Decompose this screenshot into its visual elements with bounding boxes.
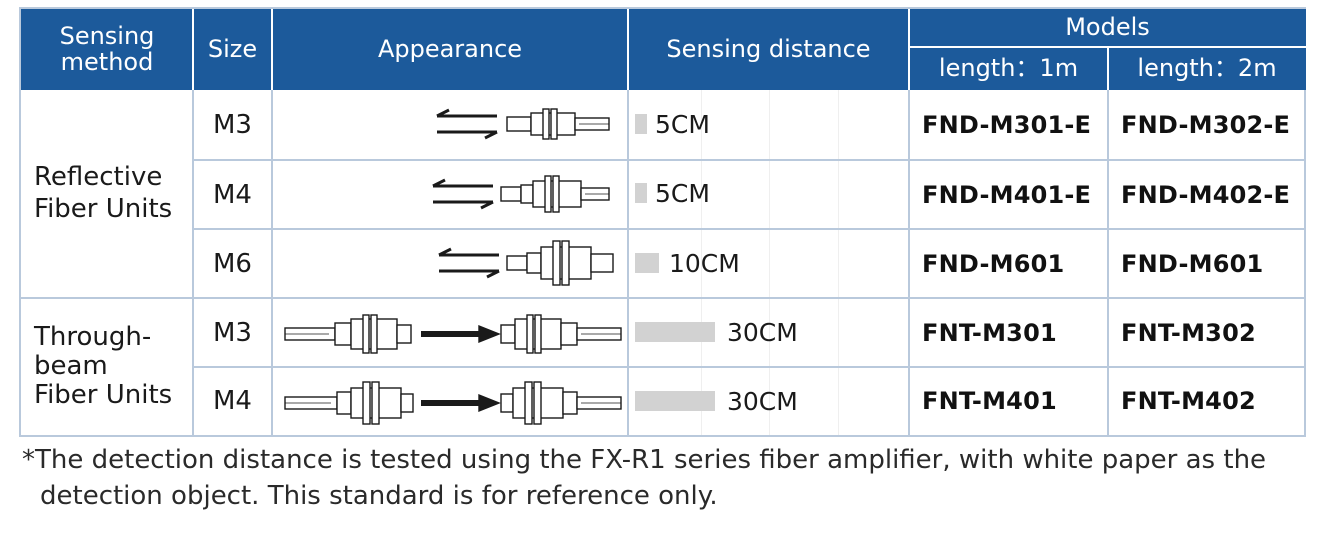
model-2m: FNT-M402 bbox=[1121, 387, 1256, 415]
model-2m: FND-M402-E bbox=[1121, 180, 1291, 209]
distance-label: 30CM bbox=[727, 318, 798, 347]
size-cell: M3 bbox=[213, 317, 252, 348]
distance-bar bbox=[635, 183, 647, 203]
header-size: Size bbox=[193, 9, 272, 90]
header-sensing-distance: Sensing distance bbox=[628, 9, 909, 90]
footnote-line-1: *The detection distance is tested using … bbox=[22, 445, 1267, 475]
footnote: *The detection distance is tested using … bbox=[22, 442, 1266, 514]
distance-label: 5CM bbox=[655, 110, 710, 139]
header-appearance: Appearance bbox=[272, 9, 628, 90]
reflective-fiber-m3-drawing bbox=[436, 108, 610, 140]
distance-bar bbox=[635, 253, 659, 273]
distance-bar bbox=[635, 391, 715, 411]
header-sensing-method: Sensing method bbox=[21, 9, 193, 90]
group-through-beam: Through- beam Fiber Units bbox=[34, 321, 173, 411]
distance-bar bbox=[635, 322, 715, 342]
size-cell: M3 bbox=[213, 109, 252, 140]
distance-label: 5CM bbox=[655, 179, 710, 208]
size-cell: M4 bbox=[213, 179, 252, 210]
model-1m: FND-M301-E bbox=[922, 110, 1092, 139]
model-2m: FNT-M302 bbox=[1121, 318, 1256, 347]
model-1m: FNT-M401 bbox=[922, 387, 1057, 415]
distance-label: 30CM bbox=[727, 387, 798, 416]
model-1m: FND-M401-E bbox=[922, 180, 1092, 209]
model-2m: FND-M601 bbox=[1121, 249, 1264, 278]
size-cell: M4 bbox=[213, 386, 252, 416]
through-beam-m4-drawing bbox=[284, 381, 622, 425]
header-length-1m: length：1m bbox=[909, 47, 1108, 90]
reflective-fiber-m6-drawing bbox=[438, 240, 614, 286]
header-length-2m: length：2m bbox=[1108, 47, 1306, 90]
distance-label: 10CM bbox=[669, 249, 740, 278]
through-beam-m3-drawing bbox=[284, 314, 622, 354]
distance-bar bbox=[635, 114, 647, 134]
header-models: Models bbox=[909, 9, 1306, 47]
size-cell: M6 bbox=[213, 248, 252, 279]
group-reflective: Reflective Fiber Units bbox=[34, 162, 173, 224]
model-1m: FNT-M301 bbox=[922, 318, 1057, 347]
spec-table: Sensing method Size Appearance Sensing d… bbox=[19, 7, 1306, 437]
model-2m: FND-M302-E bbox=[1121, 110, 1291, 139]
reflective-fiber-m4-drawing bbox=[432, 175, 610, 213]
model-1m: FND-M601 bbox=[922, 249, 1065, 278]
footnote-line-2: detection object. This standard is for r… bbox=[40, 481, 718, 511]
